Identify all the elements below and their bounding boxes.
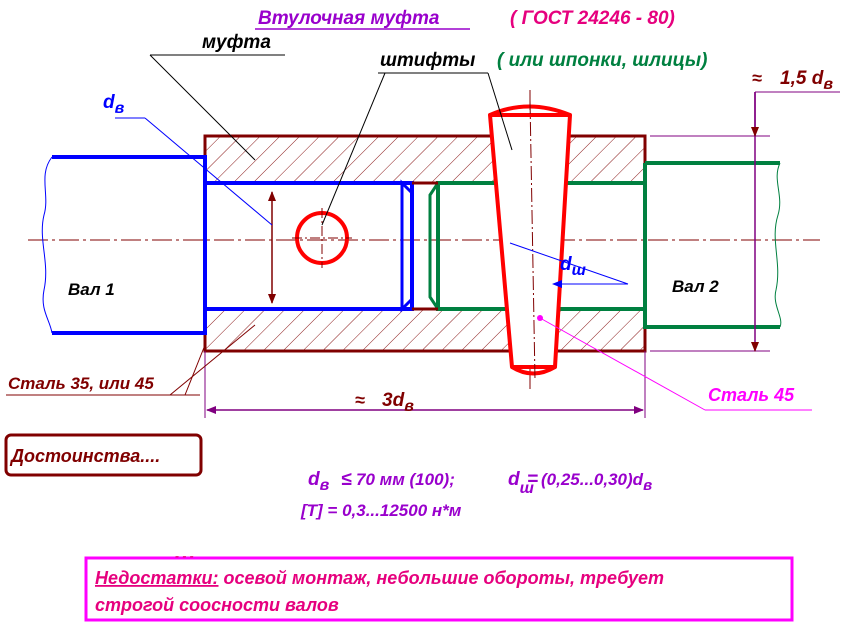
shaft-1 [52, 155, 207, 335]
length-label: 3dв [382, 390, 414, 415]
coupling-steel-leader-2 [184, 344, 206, 396]
pins-alt-label: ( или шпонки, шлицы) [497, 50, 707, 71]
shaft-1-chamfer [400, 179, 414, 313]
formula-line-1: dв [308, 469, 330, 494]
pin-diameter-label: dш [560, 254, 586, 279]
coupling-top-wall [203, 134, 647, 185]
coupling-label: муфта [202, 32, 271, 53]
formula-line-1-d: (0,25...0,30)dв [541, 470, 652, 494]
shaft-2-break [774, 162, 782, 328]
disadvantages-line-2: строгой соосности валов [95, 595, 339, 615]
pin-steel-leader [539, 317, 706, 411]
pins-leader-1 [321, 72, 386, 226]
diagram-title: Втулочная муфта [258, 8, 440, 29]
formula-line-1-b: 70 мм (100); [356, 470, 455, 489]
taper-pin-tip [510, 365, 557, 376]
shaft-2 [643, 161, 780, 329]
formula-eq-sign: = [527, 469, 538, 490]
shaft-2-chamfer [428, 182, 440, 310]
shaft-1-break [41, 156, 53, 334]
outer-diam-approx: ≈ [752, 68, 762, 88]
pin-section [295, 211, 349, 265]
disadvantages-box [84, 556, 794, 622]
outer-diam-label: 1,5 dв [780, 68, 833, 93]
shaft-1-inside [205, 181, 414, 311]
disadvantages-line-1: Недостатки: осевой монтаж, небольшие обо… [95, 568, 664, 588]
coupling-steel-leader-1 [169, 324, 256, 396]
taper-pin-head [489, 104, 571, 117]
shaft-1-label: Вал 1 [68, 280, 115, 299]
coupling-steel-label: Сталь 35, или 45 [8, 374, 154, 393]
pins-leader-2 [487, 72, 513, 151]
length-approx: ≈ [355, 390, 365, 410]
advantages-label: Достоинства.... [9, 446, 160, 466]
formula-line-2: [T] = 0,3...12500 н*м [300, 501, 462, 520]
shaft-diameter-label: dв [103, 92, 125, 117]
pin-diameter-leader [509, 242, 629, 285]
coupling-leader [149, 54, 256, 161]
pins-label: штифты [380, 50, 475, 71]
gost-label: ( ГОСТ 24246 - 80) [510, 8, 675, 29]
coupling-bottom-wall [203, 307, 647, 353]
formula-line-1-c: dш [508, 469, 534, 497]
shaft-diameter-leader-2 [144, 117, 273, 226]
taper-pin-axis [529, 99, 536, 381]
advantages-box [4, 433, 203, 477]
formula-le-sign: ≤ [341, 469, 352, 490]
shaft-2-label: Вал 2 [672, 277, 719, 296]
disadvantages-stray-mark: - - - [175, 549, 194, 563]
pin-steel-label: Сталь 45 [708, 385, 795, 405]
